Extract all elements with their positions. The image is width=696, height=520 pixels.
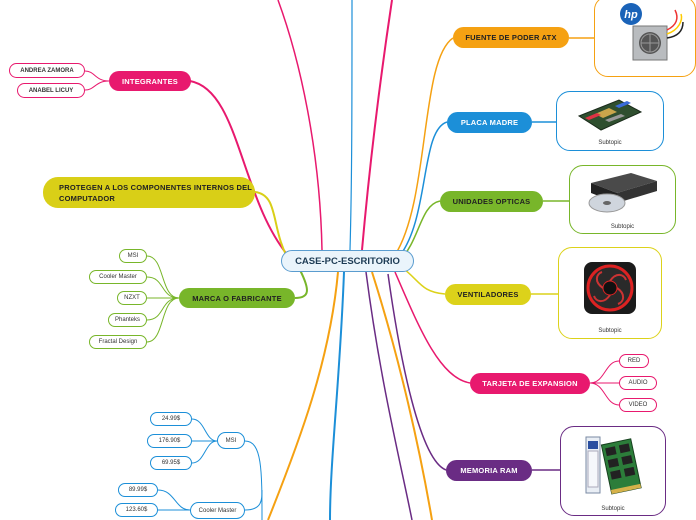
- brand-phanteks[interactable]: Phanteks: [108, 313, 147, 327]
- opticas-topic[interactable]: UNIDADES OPTICAS: [440, 191, 543, 212]
- ventiladores-image-box[interactable]: Subtopic: [558, 247, 662, 339]
- opticas-caption: Subtopic: [610, 224, 635, 230]
- motherboard-icon: [577, 99, 643, 131]
- price-cooler-2[interactable]: 123.60$: [115, 503, 158, 517]
- price-cooler-topic[interactable]: Cooler Master: [190, 502, 245, 519]
- price-cooler-1[interactable]: 89.99$: [118, 483, 158, 497]
- placa-image-box[interactable]: Subtopic: [556, 91, 664, 151]
- expansion-video[interactable]: VIDEO: [619, 398, 657, 412]
- price-msi-topic[interactable]: MSI: [217, 432, 245, 449]
- brand-fractal-design[interactable]: Fractal Design: [89, 335, 147, 349]
- fuente-topic[interactable]: FUENTE DE PODER ATX: [453, 27, 569, 48]
- price-msi-1[interactable]: 24.99$: [150, 412, 192, 426]
- ram-icon: [585, 436, 642, 495]
- brand-nzxt[interactable]: NZXT: [117, 291, 147, 305]
- expansion-audio[interactable]: AUDIO: [619, 376, 657, 390]
- memoria-image-box[interactable]: Subtopic: [560, 426, 666, 516]
- marca-topic[interactable]: MARCA O FABRICANTE: [179, 288, 295, 308]
- placa-topic[interactable]: PLACA MADRE: [447, 112, 532, 133]
- tarjeta-topic[interactable]: TARJETA DE EXPANSION: [470, 373, 590, 394]
- memoria-caption: Subtopic: [601, 506, 625, 512]
- fuente-image-box[interactable]: hp: [594, 0, 696, 77]
- member-andrea[interactable]: ANDREA ZAMORA: [9, 63, 85, 78]
- power-supply-icon: hp: [620, 3, 684, 61]
- protegen-topic[interactable]: PROTEGEN A LOS COMPONENTES INTERNOS DEL …: [43, 177, 255, 208]
- hp-logo: hp: [624, 9, 638, 21]
- price-msi-3[interactable]: 69.95$: [150, 456, 192, 470]
- ventiladores-topic[interactable]: VENTILADORES: [445, 284, 531, 305]
- fan-icon: [584, 262, 636, 314]
- ventiladores-caption: Subtopic: [598, 328, 622, 334]
- brand-cooler-master[interactable]: Cooler Master: [89, 270, 147, 284]
- placa-caption: Subtopic: [598, 140, 622, 146]
- memoria-topic[interactable]: MEMORIA RAM: [446, 460, 532, 481]
- optical-drive-icon: [588, 173, 657, 213]
- member-anabel[interactable]: ANABEL LICUY: [17, 83, 85, 98]
- brand-msi[interactable]: MSI: [119, 249, 147, 263]
- central-topic[interactable]: CASE-PC-ESCRITORIO: [281, 250, 414, 272]
- integrantes-topic[interactable]: INTEGRANTES: [109, 71, 191, 91]
- expansion-red[interactable]: RED: [619, 354, 649, 368]
- price-msi-2[interactable]: 176.90$: [147, 434, 192, 448]
- opticas-image-box[interactable]: Subtopic: [569, 165, 676, 234]
